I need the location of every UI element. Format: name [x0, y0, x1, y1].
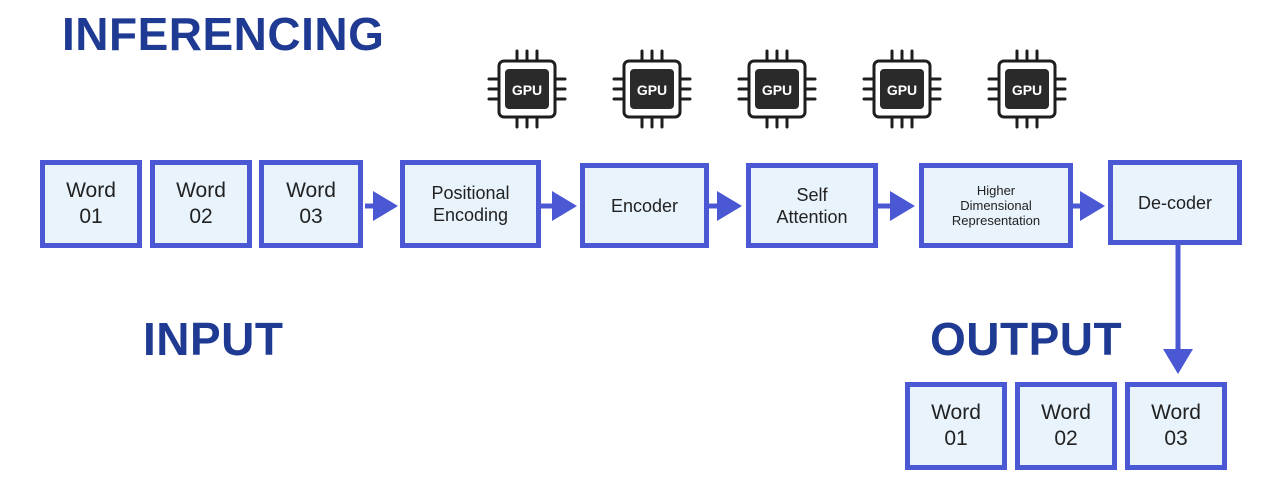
- input-label: INPUT: [143, 313, 284, 365]
- gpu-chip-icon: GPU: [485, 47, 569, 131]
- gpu-label: GPU: [1012, 82, 1042, 98]
- gpu-label: GPU: [887, 82, 917, 98]
- word-text: Word: [286, 179, 336, 202]
- input-word-box: Word 02: [150, 160, 252, 248]
- input-word-box: Word 01: [40, 160, 142, 248]
- word-number: 02: [1054, 427, 1078, 450]
- word-number: 02: [189, 205, 213, 228]
- word-text: Word: [176, 179, 226, 202]
- word-number: 01: [79, 205, 103, 228]
- output-word-box: Word 03: [1125, 382, 1227, 470]
- output-word-box: Word 01: [905, 382, 1007, 470]
- word-number: 01: [944, 427, 968, 450]
- word-number: 03: [1164, 427, 1188, 450]
- stage-encoder: Encoder: [580, 163, 709, 248]
- word-number: 03: [299, 205, 323, 228]
- gpu-chip-icon: GPU: [985, 47, 1069, 131]
- stage-label: Self: [796, 184, 828, 205]
- gpu-chip-icon: GPU: [735, 47, 819, 131]
- word-text: Word: [931, 401, 981, 424]
- stage-label: Representation: [951, 213, 1041, 228]
- word-text: Word: [1151, 401, 1201, 424]
- stage-label: Encoding: [432, 205, 509, 225]
- stage-label: Positional: [431, 183, 510, 203]
- stage-label: De-coder: [1137, 192, 1213, 213]
- gpu-label: GPU: [762, 82, 792, 98]
- word-text: Word: [1041, 401, 1091, 424]
- output-label: OUTPUT: [930, 313, 1123, 365]
- gpu-chip-icon: GPU: [860, 47, 944, 131]
- stage-label: Dimensional: [960, 198, 1032, 213]
- stage-label: Higher: [976, 183, 1016, 198]
- page-title: INFERENCING: [62, 8, 385, 60]
- stage-label: Attention: [776, 206, 848, 227]
- input-word-box: Word 03: [259, 160, 363, 248]
- output-word-box: Word 02: [1015, 382, 1117, 470]
- stage-decoder: De-coder: [1108, 160, 1242, 245]
- gpu-label: GPU: [637, 82, 667, 98]
- gpu-label: GPU: [512, 82, 542, 98]
- stage-label: Encoder: [610, 195, 679, 216]
- word-text: Word: [66, 179, 116, 202]
- gpu-chip-icon: GPU: [610, 47, 694, 131]
